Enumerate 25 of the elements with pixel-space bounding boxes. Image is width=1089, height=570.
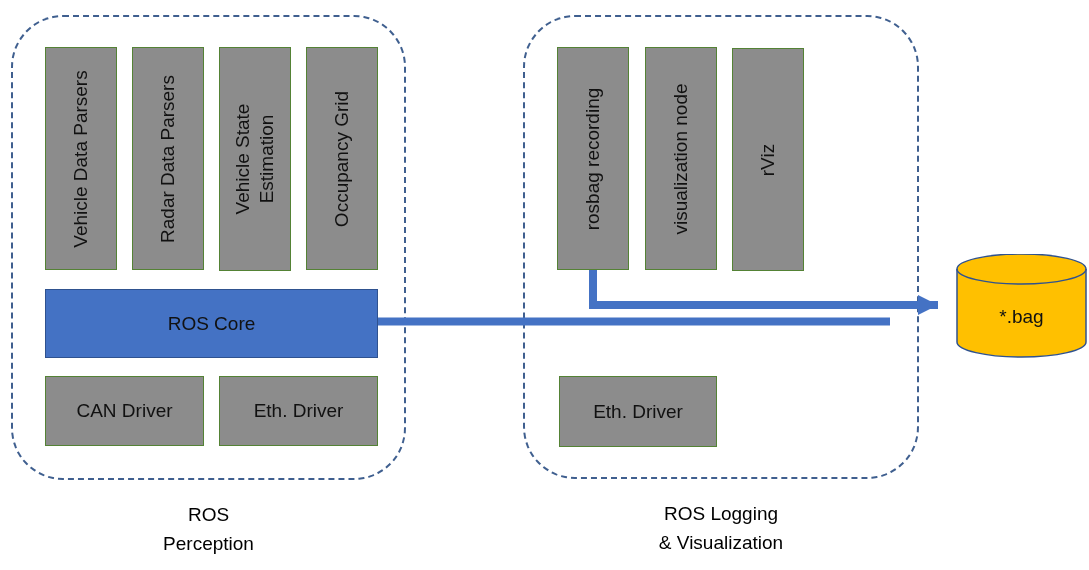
node-label: rosbag recording [581,86,604,232]
process-box [557,47,629,270]
process-box [45,376,204,446]
node-label: CAN Driver [76,399,173,423]
node-label: Vehicle Data Parsers [69,68,92,250]
group-caption: ROS Perception [162,503,255,556]
process-box [219,376,378,446]
process-box [132,47,204,270]
core-bar [45,289,378,358]
node-label: Eth. Driver [593,399,683,424]
group-caption: ROS Logging & Visualization [658,502,784,555]
node-label: visualization node [669,82,692,237]
node-label: ROS Core [167,311,256,336]
node-label: *.bag [999,305,1044,329]
process-box [306,47,378,270]
process-box [559,376,717,447]
process-box [732,48,804,271]
node-label: rViz [756,142,779,178]
process-box [45,47,117,270]
node-label: Radar Data Parsers [156,73,179,245]
node-label: Vehicle State Estimation [231,102,278,217]
process-box [645,47,717,270]
process-box [219,47,291,271]
node-label: Occupancy Grid [330,89,353,229]
node-label: Eth. Driver [253,399,344,423]
